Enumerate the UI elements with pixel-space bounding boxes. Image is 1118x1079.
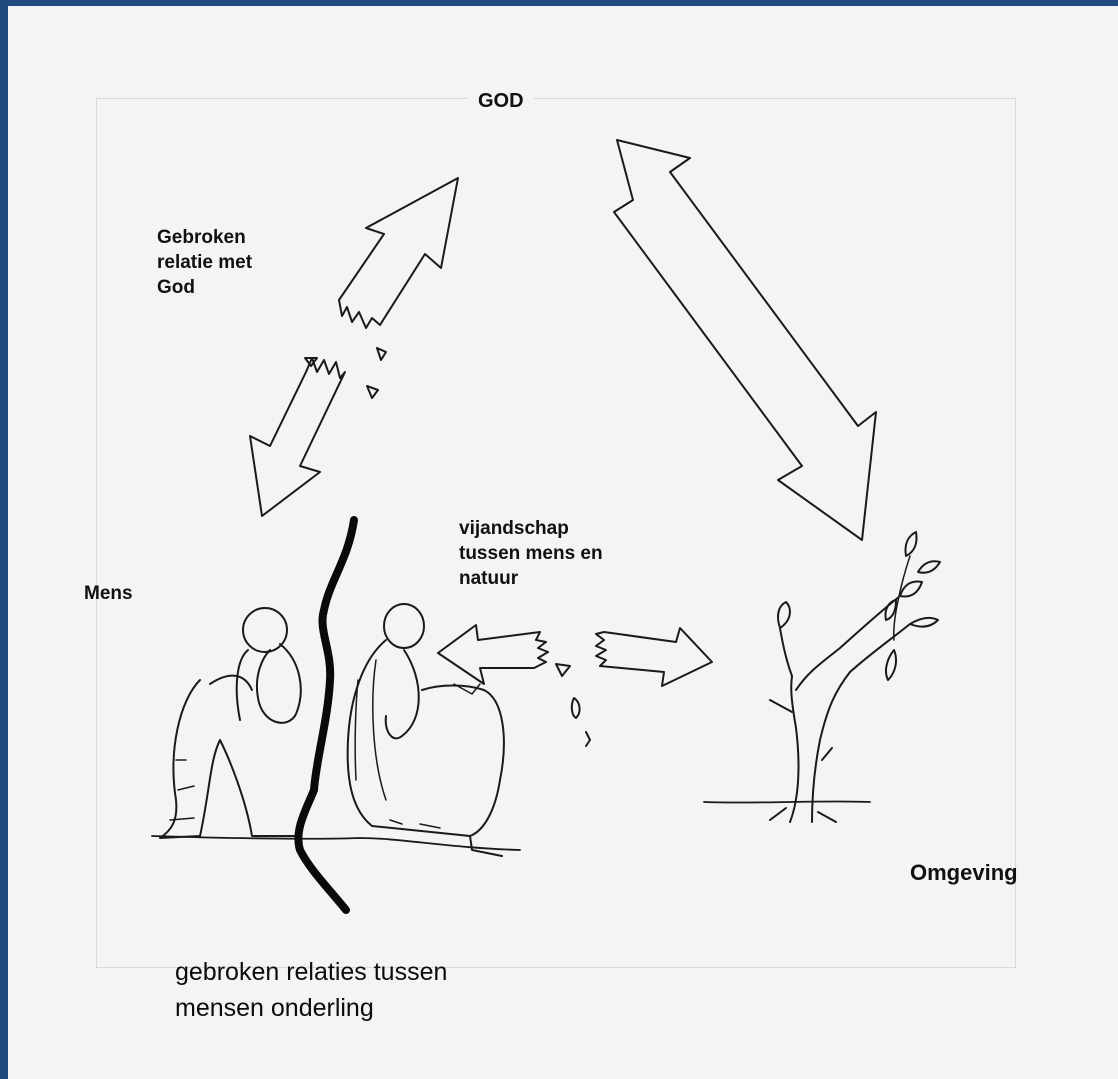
label-broken-relation-god: Gebroken relatie met God	[157, 225, 327, 300]
broken-double-arrow-icon	[250, 358, 345, 516]
ground-line	[152, 836, 520, 850]
arrow-fragment-icon	[586, 732, 590, 746]
broken-double-arrow-icon	[438, 625, 548, 684]
arrow-fragment-icon	[556, 664, 570, 676]
arrow-fragment-icon	[367, 386, 378, 398]
tree-icon	[770, 532, 940, 822]
ground-line	[704, 801, 870, 802]
label-broken-between-people: gebroken relaties tussen mensen onderlin…	[175, 954, 575, 1027]
label-human: Mens	[84, 581, 133, 606]
label-enmity-nature: vijandschap tussen mens en natuur	[459, 516, 689, 591]
broken-double-arrow-icon	[339, 178, 458, 328]
broken-double-arrow-icon	[596, 628, 712, 686]
arrow-fragment-icon	[377, 348, 386, 360]
label-environment: Omgeving	[910, 858, 1018, 887]
double-arrow-icon	[614, 140, 876, 540]
label-god: GOD	[468, 88, 534, 114]
arrow-fragment-icon	[572, 698, 580, 718]
crack-line-icon	[298, 520, 354, 910]
